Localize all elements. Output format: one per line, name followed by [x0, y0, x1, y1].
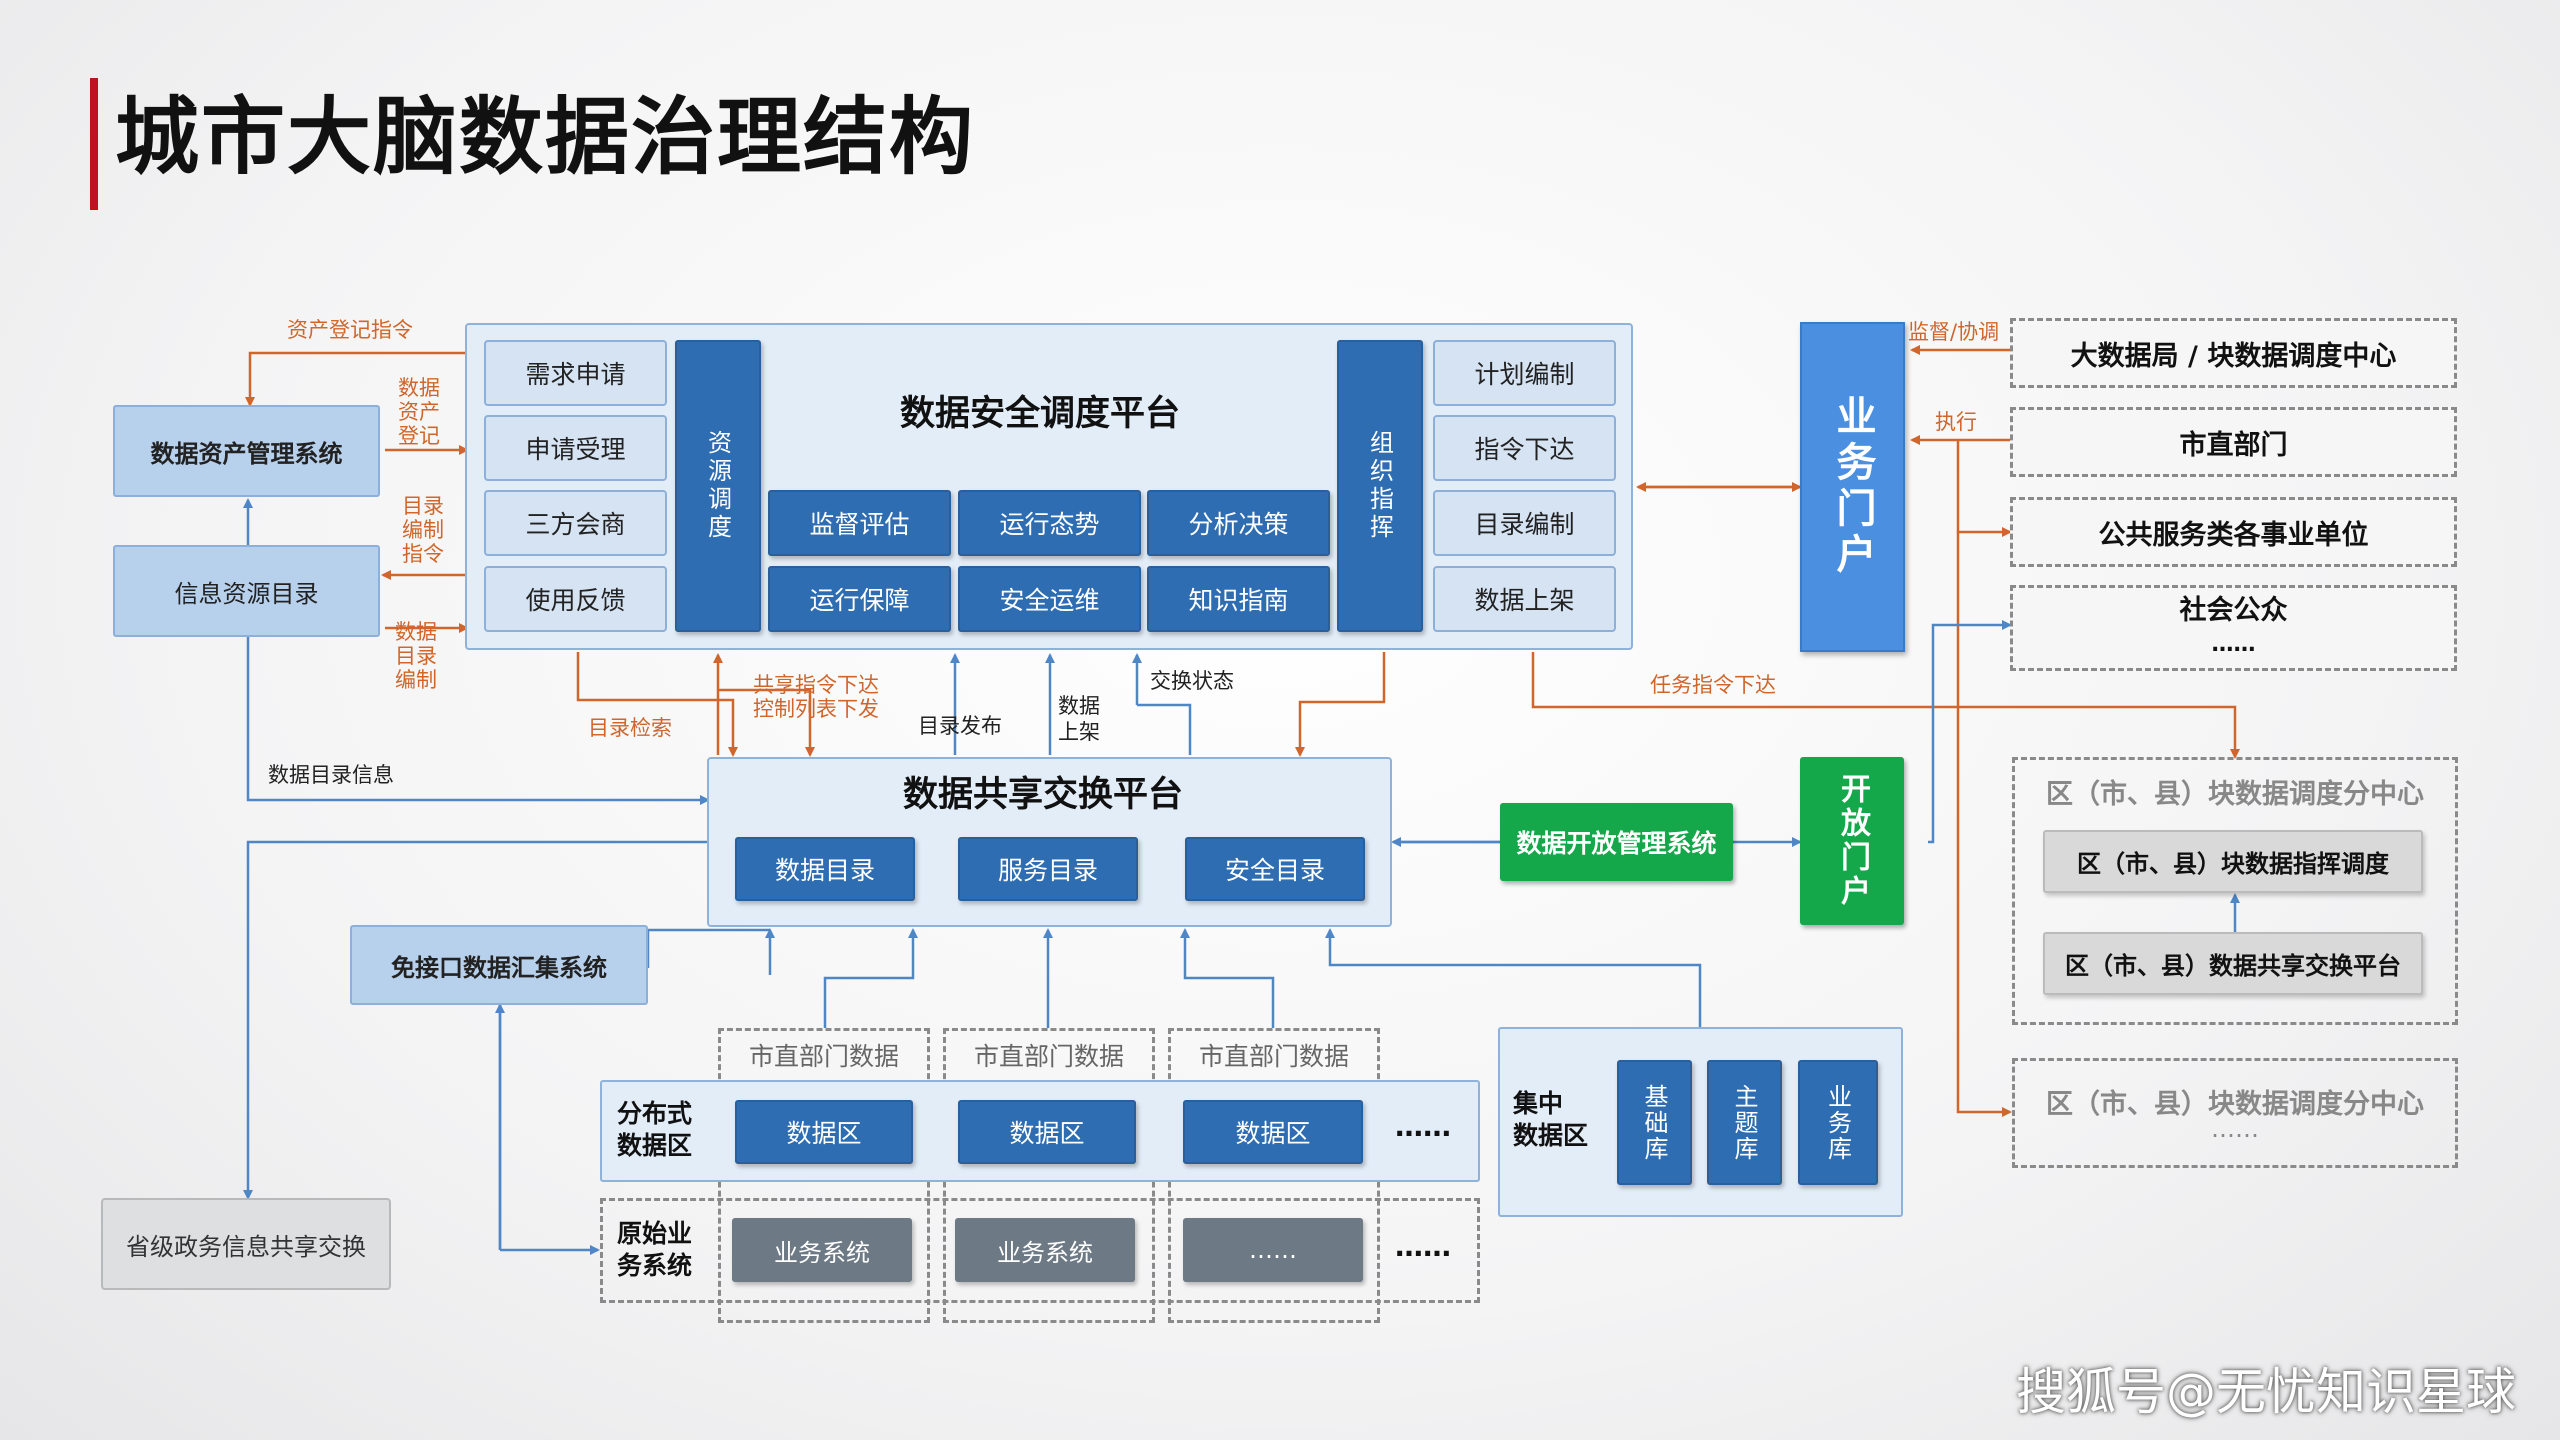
- exchange-item: 服务目录: [958, 837, 1138, 901]
- sec-middle-item: 知识指南: [1147, 566, 1330, 632]
- label-supervise: 监督/协调: [1908, 320, 2000, 344]
- sec-right-item: 目录编制: [1433, 490, 1616, 556]
- sec-middle-item: 安全运维: [958, 566, 1141, 632]
- distributed-zone-item: 数据区: [735, 1100, 913, 1164]
- business-system-item: 业务系统: [732, 1218, 912, 1282]
- resource-dispatch: 资源调度: [675, 340, 761, 632]
- business-system-item: ……: [1183, 1218, 1363, 1282]
- sec-middle-item: 监督评估: [768, 490, 951, 556]
- label-execute: 执行: [1935, 410, 1977, 434]
- dept-data-label: 市直部门数据: [973, 1042, 1124, 1071]
- dept-data-label: 市直部门数据: [1198, 1042, 1349, 1071]
- original-more: ……: [1395, 1230, 1451, 1263]
- exchange-item: 安全目录: [1185, 837, 1365, 901]
- sec-right-item: 指令下达: [1433, 415, 1616, 481]
- page-title: 城市大脑数据治理结构: [115, 88, 976, 186]
- label-data-listing: 数据 上架: [1058, 694, 1100, 744]
- district-subcenter-2-title: 区（市、县）块数据调度分中心: [2046, 1089, 2424, 1120]
- general-public-more: ……: [2211, 632, 2256, 657]
- data-asset-management-system: 数据资产管理系统: [113, 405, 380, 497]
- dept-data-label: 市直部门数据: [748, 1042, 899, 1071]
- district-subcenter-2: [2012, 1058, 2458, 1168]
- central-item: 主题库: [1707, 1060, 1782, 1185]
- label-catalog-compile-cmd: 目录 编制 指令: [402, 494, 444, 566]
- business-portal: 业务门户: [1800, 322, 1905, 652]
- label-data-catalog-info: 数据目录信息: [268, 763, 394, 787]
- district-subcenter-2-dots: ……: [2211, 1115, 2259, 1143]
- label-catalog-search: 目录检索: [588, 716, 672, 740]
- label-share-cmd: 共享指令下达 控制列表下发: [753, 673, 879, 721]
- sec-left-item: 使用反馈: [484, 566, 667, 632]
- label-asset-register-cmd: 资产登记指令: [287, 318, 413, 342]
- sec-middle-item: 运行保障: [768, 566, 951, 632]
- security-platform-title: 数据安全调度平台: [900, 394, 1181, 434]
- district-subcenter-1-title: 区（市、县）块数据调度分中心: [2046, 779, 2424, 810]
- interface-free-collection-system: 免接口数据汇集系统: [350, 925, 648, 1005]
- distributed-more: ……: [1395, 1110, 1451, 1143]
- sec-middle-item: 运行态势: [958, 490, 1141, 556]
- sec-middle-item: 分析决策: [1147, 490, 1330, 556]
- label-data-catalog-compile: 数据 目录 编制: [395, 620, 437, 692]
- district-subcenter-1: [2012, 757, 2458, 1025]
- central-item: 业务库: [1798, 1060, 1878, 1185]
- business-system-item: 业务系统: [955, 1218, 1135, 1282]
- exchange-item: 数据目录: [735, 837, 915, 901]
- distributed-zone-item: 数据区: [1183, 1100, 1363, 1164]
- sec-right-item: 数据上架: [1433, 566, 1616, 632]
- information-resource-catalog: 信息资源目录: [113, 545, 380, 637]
- distributed-label: 分布式 数据区: [617, 1099, 693, 1160]
- big-data-bureau: 大数据局 / 块数据调度中心: [2010, 318, 2457, 388]
- municipal-departments: 市直部门: [2010, 407, 2457, 477]
- original-business-systems: [600, 1198, 1480, 1303]
- provincial-exchange: 省级政务信息共享交换: [101, 1198, 391, 1290]
- title-accent-bar: [90, 78, 98, 210]
- exchange-platform-title: 数据共享交换平台: [903, 775, 1184, 815]
- general-public: 社会公众 ……: [2010, 585, 2457, 671]
- label-task-cmd: 任务指令下达: [1650, 673, 1776, 697]
- general-public-label: 社会公众: [2179, 595, 2288, 626]
- sec-left-item: 申请受理: [484, 415, 667, 481]
- public-service-units: 公共服务类各事业单位: [2010, 497, 2457, 567]
- data-open-management-system: 数据开放管理系统: [1500, 803, 1733, 881]
- open-portal: 开放门户: [1800, 757, 1904, 925]
- district-command: 区（市、县）块数据指挥调度: [2043, 830, 2423, 893]
- distributed-zone-item: 数据区: [958, 1100, 1136, 1164]
- asset-register-arrow: [245, 351, 478, 407]
- watermark: 搜狐号@无忧知识星球: [2016, 1363, 2516, 1421]
- organization-command: 组织指挥: [1337, 340, 1423, 632]
- district-exchange: 区（市、县）数据共享交换平台: [2043, 932, 2423, 995]
- label-catalog-publish: 目录发布: [918, 714, 1002, 738]
- sec-right-item: 计划编制: [1433, 340, 1616, 406]
- central-label: 集中 数据区: [1513, 1089, 1589, 1150]
- original-label: 原始业 务系统: [617, 1219, 693, 1280]
- sec-left-item: 三方会商: [484, 490, 667, 556]
- sec-left-item: 需求申请: [484, 340, 667, 406]
- label-exchange-status: 交换状态: [1150, 669, 1234, 693]
- label-data-asset-register: 数据 资产 登记: [398, 376, 440, 448]
- central-item: 基础库: [1617, 1060, 1692, 1185]
